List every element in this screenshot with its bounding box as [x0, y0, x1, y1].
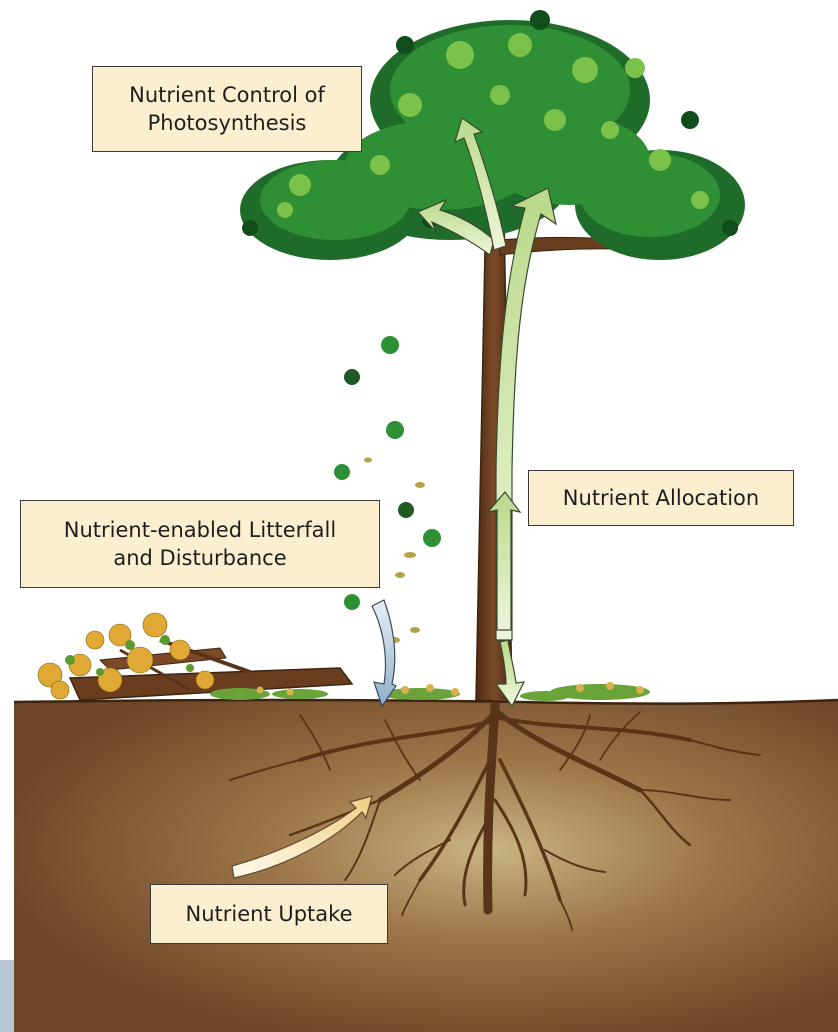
label-nutrient-uptake: Nutrient Uptake [150, 884, 388, 944]
falling-leaves [334, 336, 441, 643]
label-line: Nutrient Uptake [186, 900, 353, 928]
litterfall-arrow [372, 600, 396, 706]
label-nutrient-enabled-litterfall: Nutrient-enabled Litterfall and Disturba… [20, 500, 380, 588]
label-line: and Disturbance [113, 544, 286, 572]
fallen-log [38, 613, 352, 700]
label-line: Photosynthesis [148, 109, 307, 137]
soil [14, 700, 838, 1032]
image-edge-left [0, 960, 14, 1032]
label-line: Nutrient Allocation [563, 484, 759, 512]
label-nutrient-control-of-photosynthesis: Nutrient Control of Photosynthesis [92, 66, 362, 152]
label-line: Nutrient Control of [129, 81, 325, 109]
label-nutrient-allocation: Nutrient Allocation [528, 470, 794, 526]
label-line: Nutrient-enabled Litterfall [64, 516, 336, 544]
